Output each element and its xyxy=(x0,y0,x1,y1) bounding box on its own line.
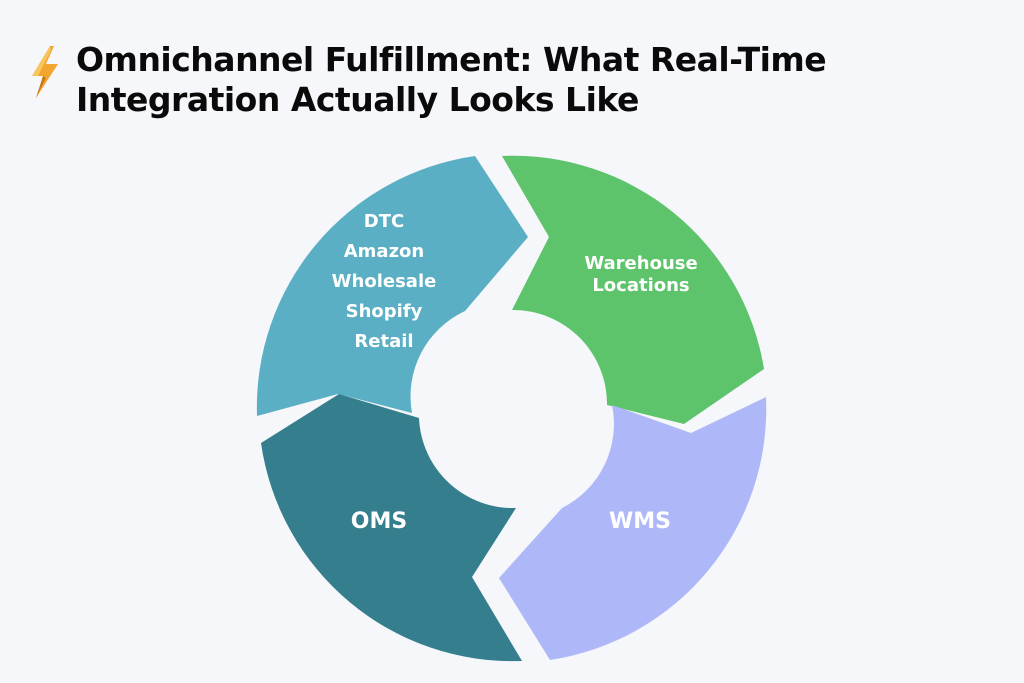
oms-label: OMS xyxy=(351,509,407,534)
oms-segment xyxy=(261,394,522,662)
channel-label-retail: Retail xyxy=(354,331,413,352)
title-line-1: Omnichannel Fulfillment: What Real-Time xyxy=(76,40,827,79)
channel-label-wholesale: Wholesale xyxy=(332,271,437,292)
channels-segment xyxy=(256,156,528,416)
warehouse-label-line-2: Locations xyxy=(592,275,689,296)
header: Omnichannel Fulfillment: What Real-Time … xyxy=(24,40,827,120)
wms-label: WMS xyxy=(609,509,671,534)
title-line-2: Integration Actually Looks Like xyxy=(76,80,639,119)
channel-label-dtc: DTC xyxy=(364,211,404,232)
wms-segment xyxy=(499,397,767,660)
channel-label-shopify: Shopify xyxy=(346,301,423,322)
page-title: Omnichannel Fulfillment: What Real-Time … xyxy=(76,40,827,120)
warehouse-segment xyxy=(502,155,764,425)
channel-label-amazon: Amazon xyxy=(344,241,425,262)
lightning-bolt-icon xyxy=(32,46,58,98)
warehouse-label-line-1: Warehouse xyxy=(584,253,697,274)
